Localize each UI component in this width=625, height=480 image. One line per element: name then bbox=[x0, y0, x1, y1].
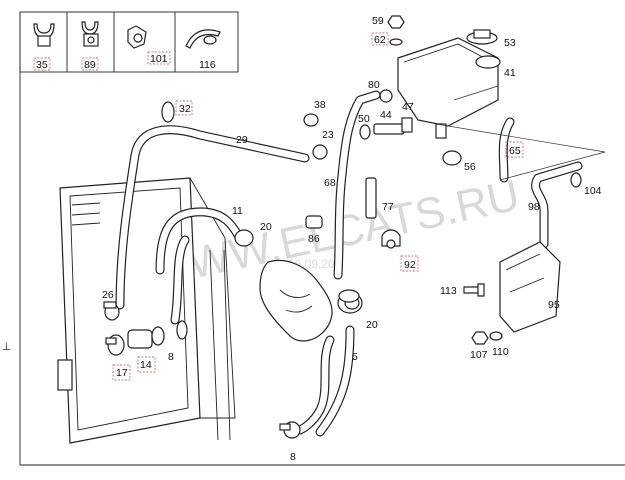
hose-11 bbox=[155, 207, 243, 325]
grommet-86 bbox=[305, 215, 323, 229]
bolt-113 bbox=[463, 283, 485, 297]
clamp-clip-icon bbox=[33, 23, 55, 47]
callout-23: 23 bbox=[322, 129, 334, 141]
hose-5 bbox=[295, 325, 355, 437]
callout-59: 59 bbox=[372, 15, 384, 27]
callout-53: 53 bbox=[504, 37, 516, 49]
clamp-80 bbox=[379, 89, 393, 103]
clamp-20-lower bbox=[338, 289, 360, 303]
callout-95: 95 bbox=[548, 299, 560, 311]
hose-68 bbox=[333, 90, 381, 280]
legend-label-116: 116 bbox=[199, 59, 216, 71]
callout-77: 77 bbox=[382, 201, 394, 213]
hose-65 bbox=[498, 117, 515, 183]
hose-14 bbox=[127, 320, 188, 349]
plug-56 bbox=[442, 150, 462, 166]
legend-label-89: 89 bbox=[84, 59, 96, 71]
callout-104: 104 bbox=[584, 185, 602, 197]
expansion-tank bbox=[397, 37, 501, 139]
callout-80: 80 bbox=[368, 79, 380, 91]
washer-62 bbox=[389, 38, 403, 46]
callout-20-top: 20 bbox=[260, 221, 272, 233]
callout-56: 56 bbox=[464, 161, 476, 173]
clamp-20-top bbox=[234, 229, 254, 247]
clamp-17 bbox=[105, 334, 125, 356]
callout-32: 32 bbox=[179, 103, 191, 115]
clamp-26 bbox=[103, 301, 120, 321]
callout-50: 50 bbox=[358, 113, 370, 125]
plug-38 bbox=[303, 113, 319, 127]
seal-50 bbox=[359, 124, 371, 140]
hose-29 bbox=[115, 125, 310, 310]
watermark-text: WWW.ELCATS.RU bbox=[144, 171, 524, 298]
guide-lines bbox=[435, 85, 606, 181]
callout-92: 92 bbox=[404, 259, 416, 271]
reservoir-95 bbox=[499, 241, 561, 333]
radiator bbox=[57, 177, 236, 444]
nut-107 bbox=[471, 331, 489, 345]
callout-65: 65 bbox=[509, 145, 521, 157]
callout-38: 38 bbox=[314, 99, 326, 111]
cap-104 bbox=[570, 172, 582, 188]
plug-32 bbox=[161, 101, 175, 123]
pipe-77 bbox=[365, 177, 377, 219]
cap-53 bbox=[466, 29, 498, 45]
callout-47: 47 bbox=[402, 101, 414, 113]
hose-holder-icon bbox=[127, 25, 147, 49]
callout-110: 110 bbox=[492, 346, 509, 358]
nut-59 bbox=[387, 15, 405, 29]
diagram-frame bbox=[19, 12, 625, 466]
legend-label-35: 35 bbox=[36, 59, 48, 71]
callout-98: 98 bbox=[528, 201, 540, 213]
callout-8-lower: 8 bbox=[290, 451, 296, 463]
legend-label-101: 101 bbox=[150, 53, 168, 65]
callout-86: 86 bbox=[308, 233, 320, 245]
margin-mark: ⊥ bbox=[2, 341, 11, 353]
cable-tie-icon bbox=[185, 29, 221, 49]
callout-8-mid: 8 bbox=[168, 351, 174, 363]
callout-14: 14 bbox=[140, 359, 152, 371]
clamp-23 bbox=[312, 144, 328, 160]
callout-107: 107 bbox=[470, 349, 488, 361]
callout-29: 29 bbox=[236, 134, 248, 146]
watermark: WWW.ELCATS.RU 16.09.20 bbox=[144, 171, 524, 298]
callouts: 59 62 53 41 80 38 44 47 50 23 32 29 65 5… bbox=[102, 15, 602, 463]
callout-5: 5 bbox=[352, 351, 358, 363]
callout-11: 11 bbox=[232, 205, 243, 217]
double-clip-icon bbox=[81, 21, 99, 47]
clip-92 bbox=[381, 229, 401, 249]
callout-44: 44 bbox=[380, 109, 392, 121]
callout-68: 68 bbox=[324, 177, 336, 189]
callout-113: 113 bbox=[440, 285, 457, 297]
legend-boxes: 35 89 101 116 bbox=[19, 11, 239, 73]
callout-62: 62 bbox=[374, 34, 386, 46]
clamp-8-lower bbox=[279, 421, 301, 439]
callout-17: 17 bbox=[116, 367, 128, 379]
callout-41: 41 bbox=[504, 67, 516, 79]
callout-20-lower: 20 bbox=[366, 319, 378, 331]
sensor-44 bbox=[373, 117, 413, 135]
callout-26: 26 bbox=[102, 289, 114, 301]
washer-110 bbox=[489, 331, 503, 341]
hose-98 bbox=[531, 161, 583, 249]
